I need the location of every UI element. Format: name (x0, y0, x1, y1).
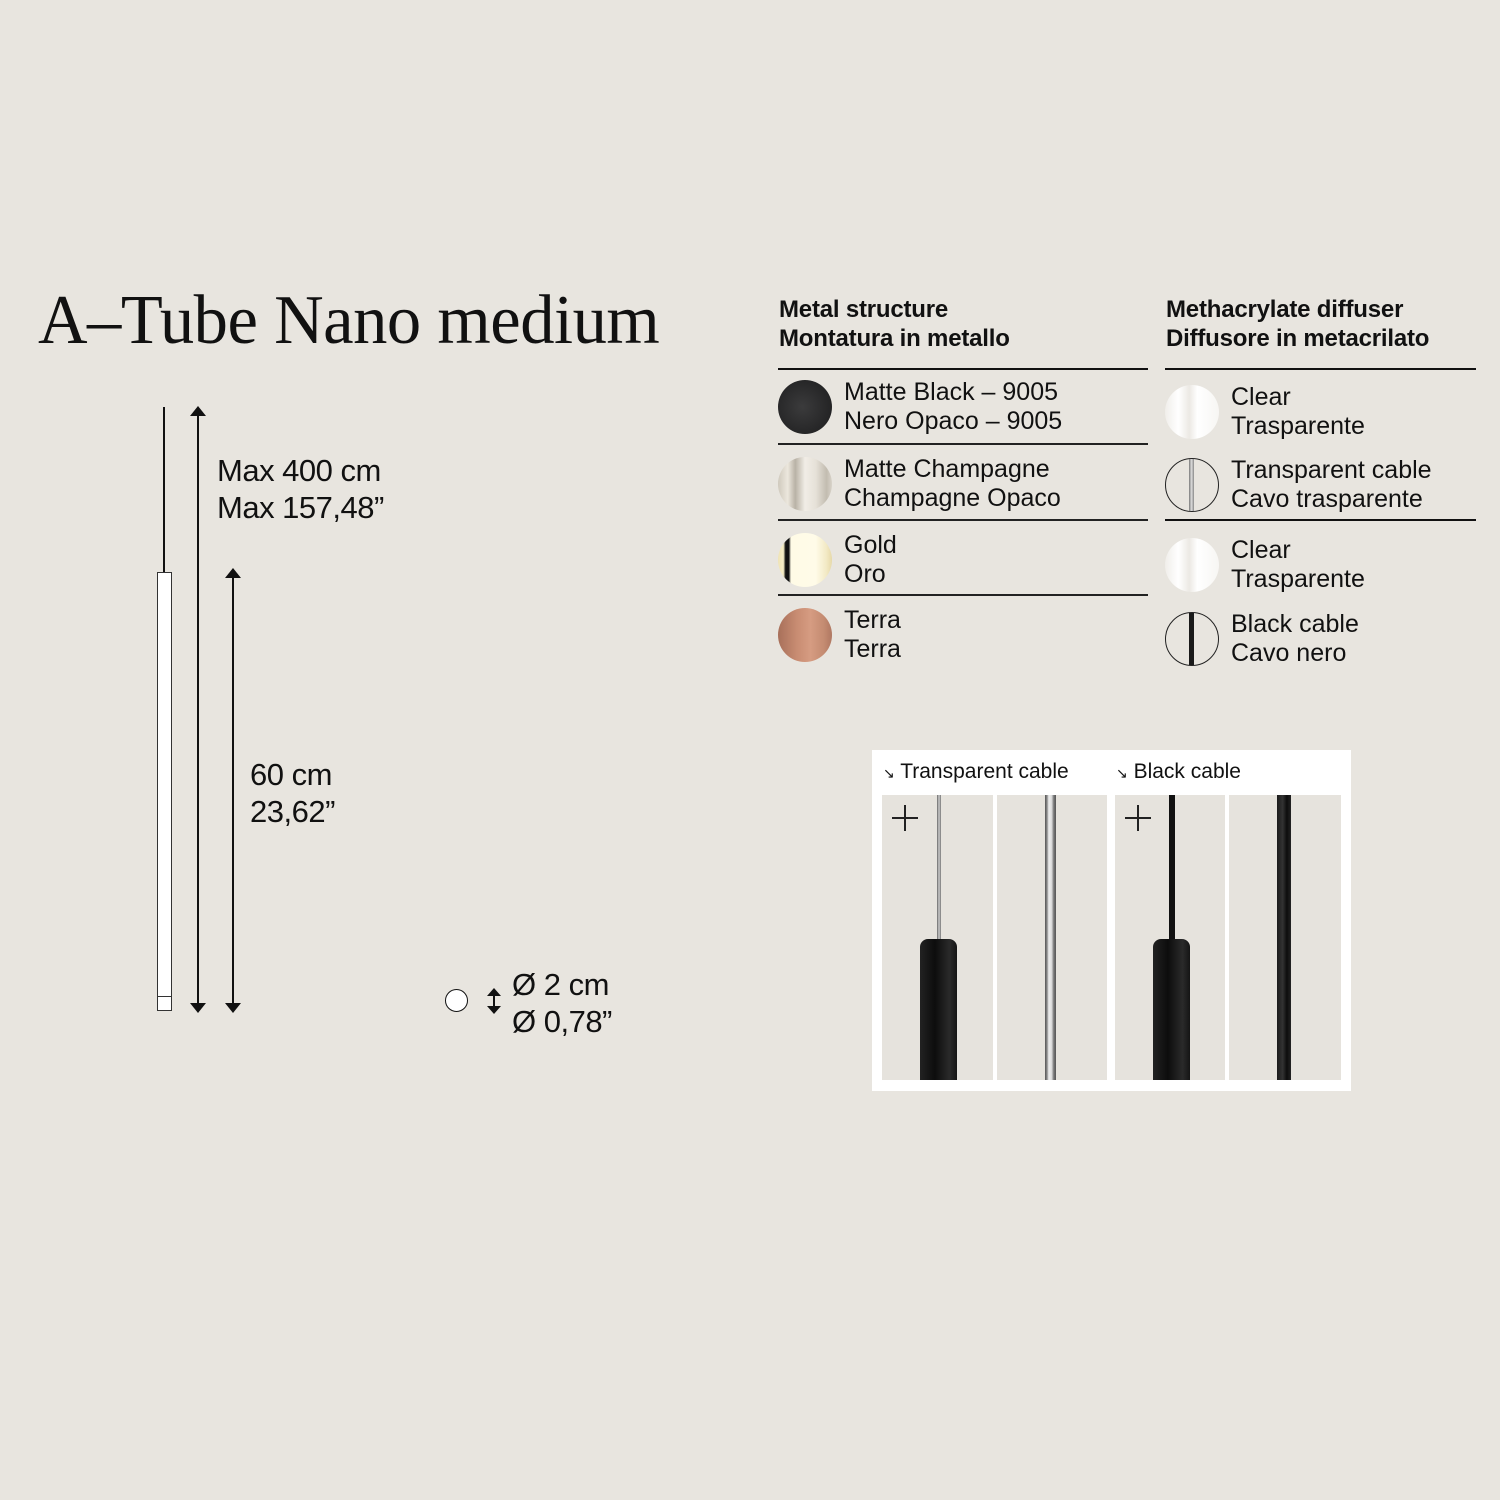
max-length-arrow-up-icon (190, 406, 206, 416)
finish-option-matte-champagne[interactable]: Matte Champagne Champagne Opaco (778, 455, 1061, 513)
finish-option-matte-black[interactable]: Matte Black – 9005 Nero Opaco – 9005 (778, 378, 1062, 436)
body-length-label: 60 cm 23,62” (250, 756, 335, 830)
tube-body (157, 572, 172, 999)
diffuser-name-en: Clear (1231, 536, 1291, 564)
transparent-cable-pendant-image (882, 795, 993, 1080)
finish-option-gold[interactable]: Gold Oro (778, 531, 897, 589)
zoom-plus-icon[interactable] (1125, 805, 1151, 831)
body-length-dimension-line (232, 576, 234, 1004)
clear-diffuser-swatch (1165, 538, 1219, 592)
diameter-in: Ø 0,78” (512, 1004, 612, 1039)
finish-name-it: Terra (844, 635, 901, 663)
cable-name-en: Black cable (1231, 610, 1359, 638)
diffuser-name-en: Clear (1231, 383, 1291, 411)
finish-name-en: Matte Champagne (844, 455, 1050, 483)
black-cable-icon (1165, 612, 1219, 666)
terra-swatch (778, 608, 832, 662)
diffuser-option-clear-2[interactable]: Clear Trasparente (1165, 536, 1365, 594)
body-length-cm: 60 cm (250, 757, 332, 792)
body-length-in: 23,62” (250, 794, 335, 829)
transparent-cable-icon (1165, 458, 1219, 512)
finish-name-en: Matte Black – 9005 (844, 378, 1059, 406)
matte-champagne-swatch (778, 457, 832, 511)
black-cable-pendant-image (1115, 795, 1225, 1080)
finish-name-it: Nero Opaco – 9005 (844, 407, 1063, 435)
suspension-cable (163, 407, 165, 573)
black-cable-caption: ↘ Black cable (1116, 760, 1241, 783)
cable-preview-panel: ↘ Transparent cable ↘ Black cable (872, 750, 1351, 1091)
gold-swatch (778, 533, 832, 587)
max-length-in: Max 157,48” (217, 490, 384, 525)
finish-name-en: Terra (844, 606, 901, 634)
divider (778, 594, 1148, 596)
product-title: A–Tube Nano medium (38, 282, 660, 359)
divider (778, 443, 1148, 445)
diameter-cm: Ø 2 cm (512, 967, 609, 1002)
cable-name-en: Transparent cable (1231, 456, 1432, 484)
arrow-down-right-icon: ↘ (883, 765, 895, 781)
diffuser-heading-it: Diffusore in metacrilato (1166, 325, 1430, 352)
zoom-plus-icon[interactable] (892, 805, 918, 831)
diameter-arrow-icon (486, 988, 502, 1014)
matte-black-swatch (778, 380, 832, 434)
diameter-label: Ø 2 cm Ø 0,78” (512, 966, 612, 1040)
metal-structure-section: Metal structure Montatura in metallo (779, 295, 1148, 353)
metal-heading-divider (778, 368, 1148, 370)
finish-option-terra[interactable]: Terra Terra (778, 606, 901, 664)
metal-heading-it: Montatura in metallo (779, 325, 1010, 352)
cable-option-black[interactable]: Black cable Cavo nero (1165, 610, 1359, 668)
finish-name-it: Champagne Opaco (844, 484, 1061, 512)
metal-heading-en: Metal structure (779, 296, 949, 323)
diffuser-section: Methacrylate diffuser Diffusore in metac… (1166, 295, 1476, 353)
divider (1165, 519, 1476, 521)
diameter-circle-icon (445, 989, 468, 1012)
arrow-down-right-icon: ↘ (1116, 765, 1128, 781)
transparent-cable-caption: ↘ Transparent cable (883, 760, 1069, 783)
body-length-arrow-down-icon (225, 1003, 241, 1013)
finish-name-en: Gold (844, 531, 897, 559)
tube-end-cap (157, 996, 172, 1011)
max-length-cm: Max 400 cm (217, 453, 381, 488)
cable-name-it: Cavo trasparente (1231, 485, 1423, 513)
diffuser-heading-divider (1165, 368, 1476, 370)
diffuser-option-clear-1[interactable]: Clear Trasparente (1165, 383, 1365, 441)
max-length-dimension-line (197, 414, 199, 1004)
diffuser-heading-en: Methacrylate diffuser (1166, 296, 1404, 323)
max-length-arrow-down-icon (190, 1003, 206, 1013)
body-length-arrow-up-icon (225, 568, 241, 578)
finish-name-it: Oro (844, 560, 886, 588)
clear-diffuser-swatch (1165, 385, 1219, 439)
diffuser-name-it: Trasparente (1231, 565, 1365, 593)
diffuser-name-it: Trasparente (1231, 412, 1365, 440)
cable-name-it: Cavo nero (1231, 639, 1347, 667)
divider (778, 519, 1148, 521)
cable-option-transparent[interactable]: Transparent cable Cavo trasparente (1165, 456, 1432, 514)
max-length-label: Max 400 cm Max 157,48” (217, 452, 384, 526)
black-cable-closeup-image (1229, 795, 1341, 1080)
transparent-cable-closeup-image (997, 795, 1107, 1080)
